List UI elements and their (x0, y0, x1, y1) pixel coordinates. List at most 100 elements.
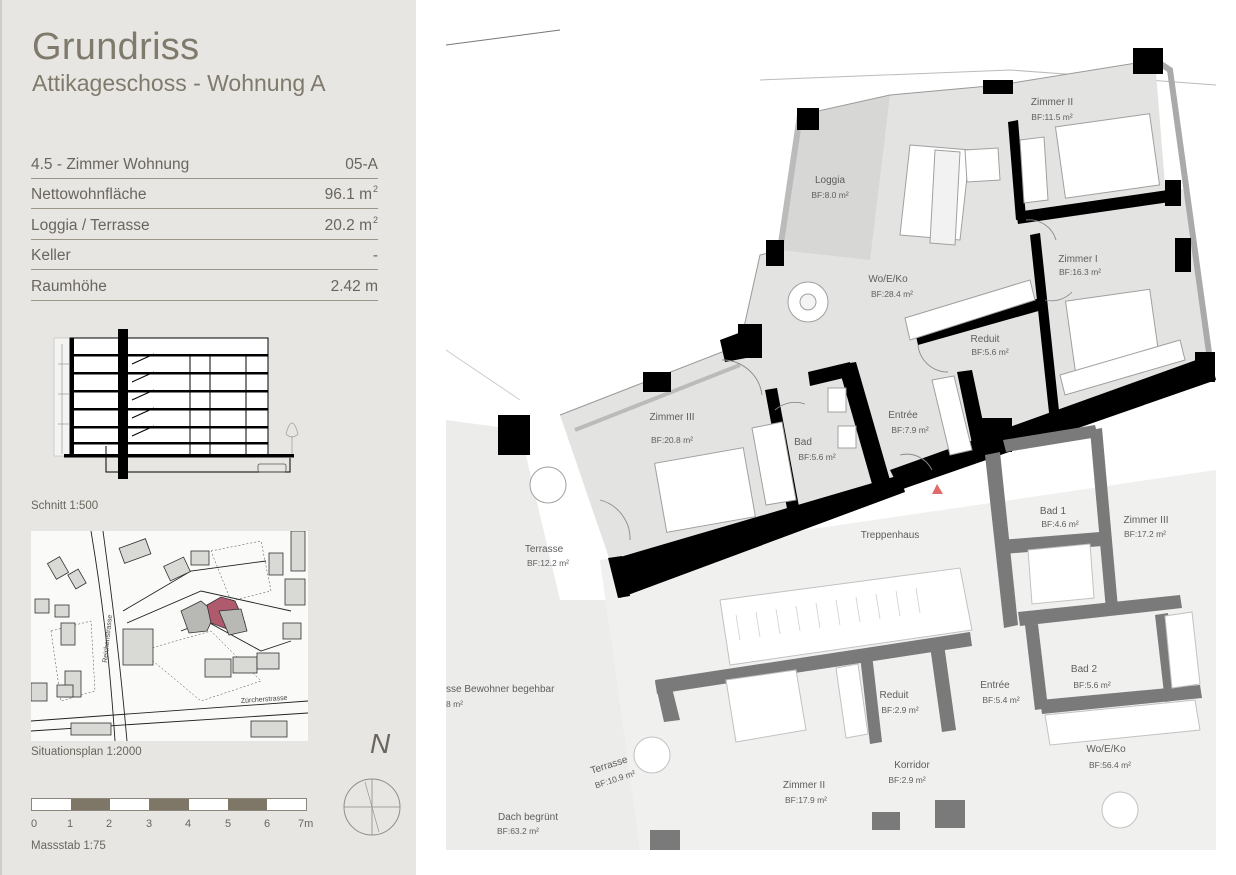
svg-text:Entrée: Entrée (980, 680, 1010, 691)
street-label: Zürcherstrasse (241, 695, 288, 705)
scale-tick: 3 (146, 818, 153, 830)
sidebar-edge (0, 0, 2, 875)
svg-text:Loggia: Loggia (815, 175, 845, 186)
svg-text:Zimmer II: Zimmer II (1031, 97, 1073, 108)
spec-row-type: 4.5 - Zimmer Wohnung 05-A (31, 148, 378, 179)
spec-row-loggia: Loggia / Terrasse 20.2 m2 (31, 209, 378, 240)
spec-label: Raumhöhe (31, 277, 107, 295)
svg-text:BF:5.6 m²: BF:5.6 m² (971, 347, 1008, 357)
scale-tick: 0 (31, 818, 38, 830)
room-label-bad2: Bad 2 BF:5.6 m² (1071, 664, 1111, 690)
spec-value: 05-A (345, 155, 378, 173)
scale-segment (227, 799, 267, 810)
spec-table: 4.5 - Zimmer Wohnung 05-A Nettowohnfläch… (31, 148, 378, 301)
svg-text:BF:16.3 m²: BF:16.3 m² (1059, 267, 1101, 277)
svg-text:BF:20.8 m²: BF:20.8 m² (651, 435, 693, 445)
scale-segment (149, 799, 189, 810)
svg-text:Wo/E/Ko: Wo/E/Ko (868, 274, 908, 285)
site-plan: Reichenstrasse Zürcherstrasse (31, 531, 308, 741)
svg-text:Korridor: Korridor (894, 760, 930, 771)
svg-text:BF:63.2 m²: BF:63.2 m² (497, 826, 539, 836)
spec-label: Loggia / Terrasse (31, 216, 150, 234)
svg-text:BF:2.9 m²: BF:2.9 m² (888, 775, 925, 785)
svg-text:Entrée: Entrée (888, 410, 918, 421)
svg-text:BF:5.6 m²: BF:5.6 m² (798, 452, 835, 462)
scale-caption: Massstab 1:75 (31, 840, 106, 852)
svg-text:BF:4.6 m²: BF:4.6 m² (1041, 519, 1078, 529)
svg-text:Wo/E/Ko: Wo/E/Ko (1086, 744, 1126, 755)
svg-text:8 m²: 8 m² (446, 699, 463, 709)
scale-segment (32, 799, 72, 810)
room-label-bewohner: sse Bewohner begehbar 8 m² (446, 684, 555, 709)
room-label-zimmer3-a: Zimmer III BF:20.8 m² (650, 412, 695, 445)
svg-text:sse Bewohner begehbar: sse Bewohner begehbar (446, 684, 555, 695)
spec-label: 4.5 - Zimmer Wohnung (31, 155, 190, 173)
svg-text:Terrasse: Terrasse (525, 544, 564, 555)
svg-text:BF:7.9 m²: BF:7.9 m² (891, 425, 928, 435)
spec-row-keller: Keller - (31, 240, 378, 270)
spec-value: 96.1 m2 (324, 184, 378, 203)
svg-text:BF:5.6 m²: BF:5.6 m² (1073, 680, 1110, 690)
svg-text:BF:56.4 m²: BF:56.4 m² (1089, 760, 1131, 770)
north-label: N (370, 728, 391, 759)
scale-tick: 7m (298, 818, 314, 830)
scale-tick: 2 (106, 818, 113, 830)
scale-tick: 1 (67, 818, 74, 830)
room-label-treppenhaus: Treppenhaus (861, 530, 920, 541)
info-sidebar: Grundriss Attikageschoss - Wohnung A 4.5… (0, 0, 416, 875)
room-label-bad1: Bad 1BF:4.6 m² (1040, 506, 1079, 529)
svg-text:BF:17.9 m²: BF:17.9 m² (785, 795, 827, 805)
spec-value: 20.2 m2 (324, 214, 378, 234)
spec-row-net-area: Nettowohnfläche 96.1 m2 (31, 179, 378, 209)
room-label-zimmer2-b: Zimmer II BF:17.9 m² (783, 780, 827, 805)
svg-text:Zimmer III: Zimmer III (650, 412, 695, 423)
svg-text:Dach begrünt: Dach begrünt (498, 812, 558, 823)
spec-row-height: Raumhöhe 2.42 m (31, 270, 378, 301)
svg-text:Treppenhaus: Treppenhaus (861, 530, 920, 541)
spec-label: Keller (31, 247, 71, 264)
room-label-zimmer3-b: Zimmer III BF:17.2 m² (1124, 515, 1169, 539)
scale-segment (266, 799, 306, 810)
spec-label: Nettowohnfläche (31, 186, 147, 203)
svg-text:Zimmer III: Zimmer III (1124, 515, 1169, 526)
scale-segment (188, 799, 228, 810)
scale-tick: 6 (264, 818, 271, 830)
svg-text:BF:17.2 m²: BF:17.2 m² (1124, 529, 1166, 539)
scale-segment (71, 799, 111, 810)
svg-text:BF:5.4 m²: BF:5.4 m² (982, 695, 1019, 705)
svg-text:Reduit: Reduit (880, 690, 909, 701)
scale-segment (110, 799, 150, 810)
svg-text:BF:2.9 m²: BF:2.9 m² (881, 705, 918, 715)
scale-tick: 4 (185, 818, 192, 830)
svg-text:Bad 2: Bad 2 (1071, 664, 1098, 675)
scale-bar (31, 798, 307, 811)
svg-text:BF:8.0 m²: BF:8.0 m² (811, 190, 848, 200)
room-label-zimmer1: Zimmer IBF:16.3 m² (1058, 254, 1101, 277)
svg-text:Bad: Bad (794, 437, 812, 448)
page-title: Grundriss (32, 26, 200, 68)
scale-tick: 5 (225, 818, 232, 830)
spec-value: - (372, 247, 378, 264)
spec-value: 2.42 m (330, 277, 378, 295)
siteplan-caption: Situationsplan 1:2000 (31, 746, 142, 758)
page-subtitle: Attikageschoss - Wohnung A (32, 70, 326, 96)
entrance-marker-icon (932, 484, 943, 494)
svg-text:Zimmer II: Zimmer II (783, 780, 825, 791)
section-caption: Schnitt 1:500 (31, 500, 99, 512)
compass-icon (343, 778, 401, 836)
svg-text:Reduit: Reduit (971, 334, 1000, 345)
section-drawing (53, 329, 299, 479)
